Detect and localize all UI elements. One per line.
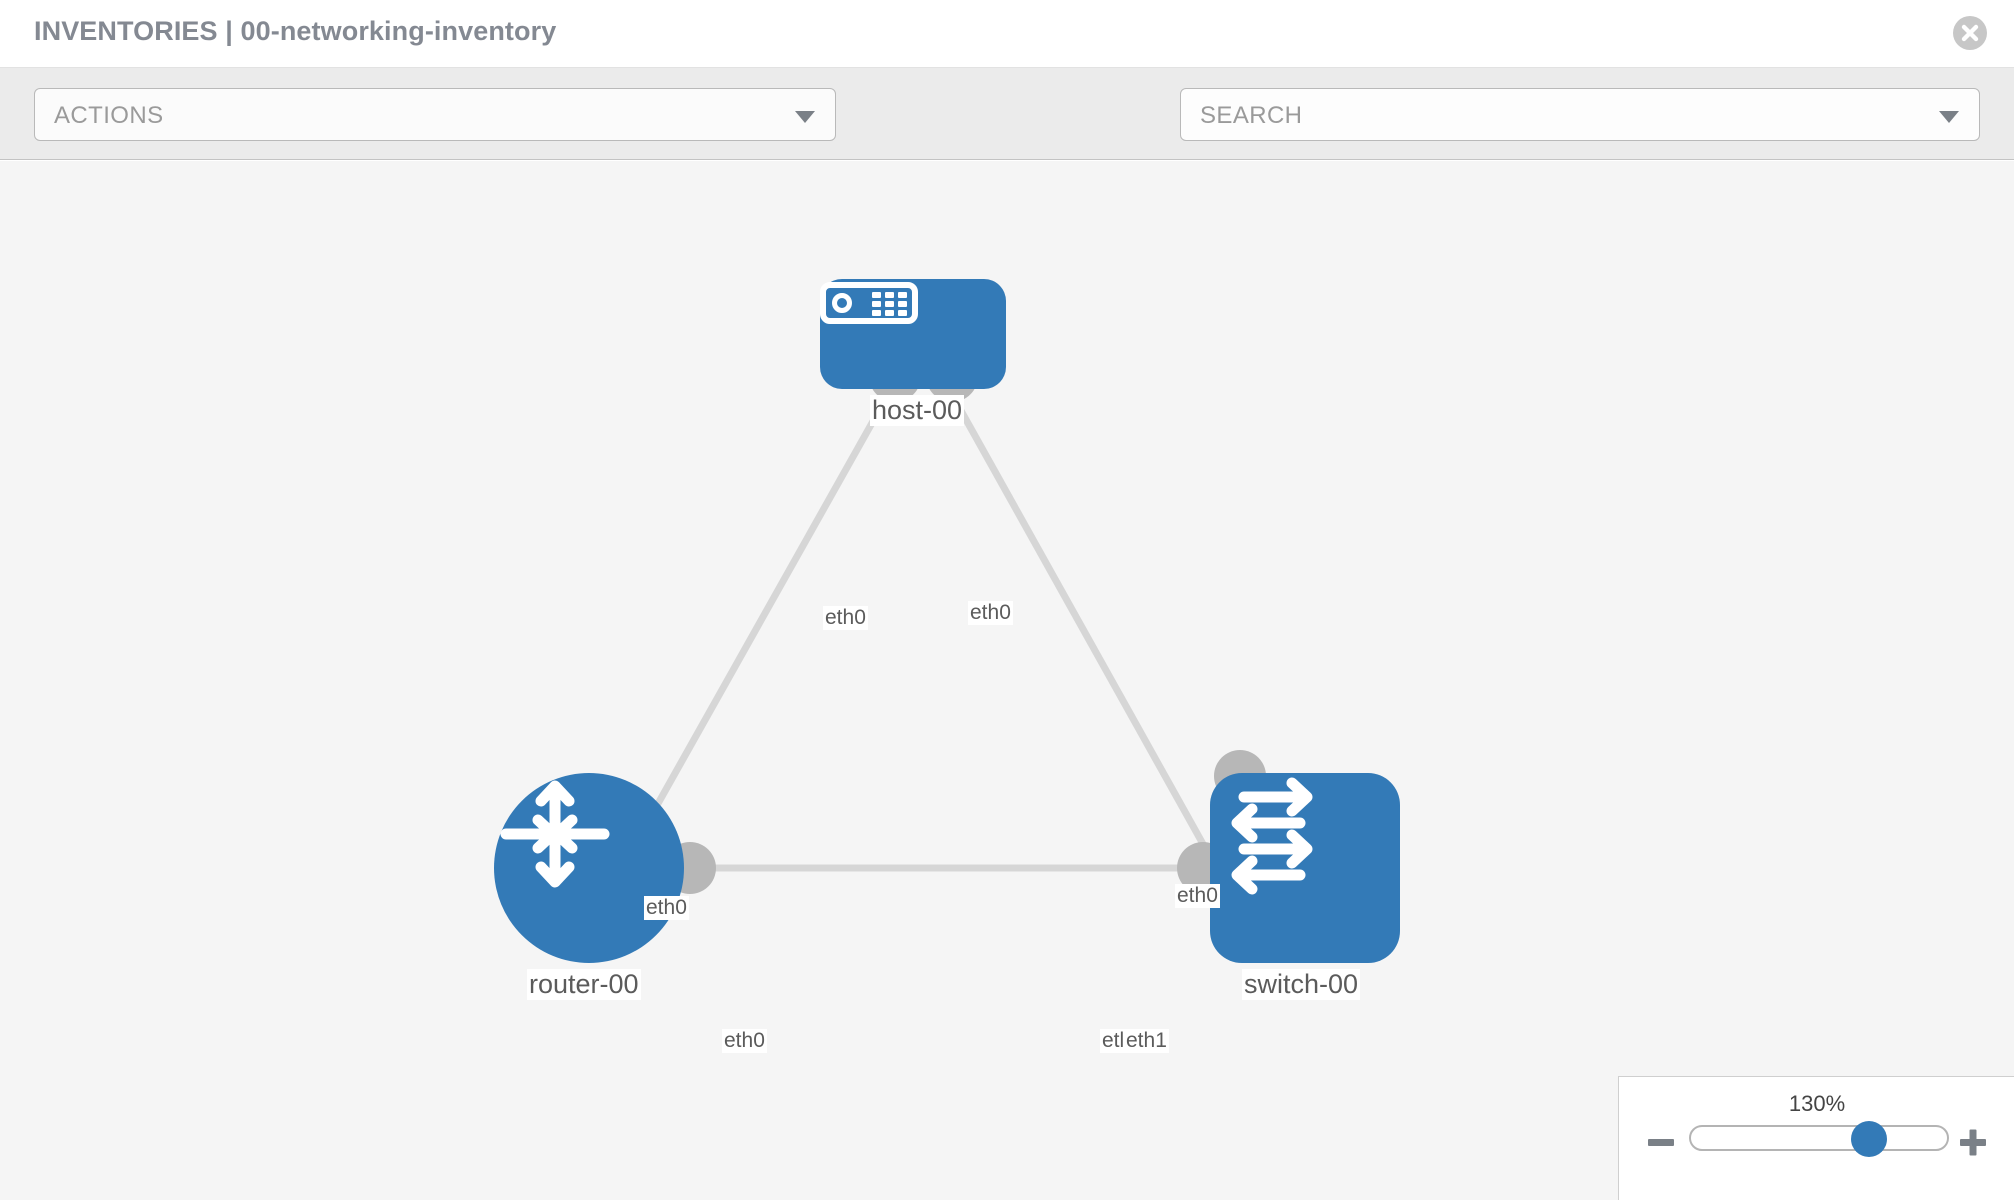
page-title: INVENTORIES | 00-networking-inventory <box>34 16 557 46</box>
edge-label: eth0 <box>722 1029 767 1053</box>
zoom-percent-label: 130% <box>1788 1091 1846 1116</box>
node-host-00-shape[interactable] <box>820 279 1006 389</box>
actions-dropdown[interactable]: ACTIONS <box>34 88 836 141</box>
close-icon[interactable] <box>1953 16 1987 50</box>
chevron-down-icon <box>1939 111 1959 123</box>
edge-label: eth0 <box>644 896 689 920</box>
edge-label: etl <box>1100 1029 1127 1053</box>
zoom-control-panel: 130% <box>1618 1076 2014 1200</box>
page-header: INVENTORIES | 00-networking-inventory <box>0 0 2014 68</box>
node-host-00-label: host-00 <box>870 395 965 426</box>
router-arrows-icon <box>500 780 610 888</box>
switch-arrows-icon <box>1231 777 1313 895</box>
link-connectors <box>664 350 1266 894</box>
chevron-down-icon <box>795 111 815 123</box>
node-router-00-label: router-00 <box>527 969 641 1000</box>
edge-label: eth0 <box>1175 884 1220 908</box>
search-placeholder: SEARCH <box>1200 102 1303 129</box>
edge-label: eth1 <box>1124 1029 1169 1053</box>
search-input[interactable]: SEARCH <box>1180 88 1980 141</box>
edge-label: eth0 <box>823 606 868 630</box>
node-switch-00-label: switch-00 <box>1242 969 1361 1000</box>
zoom-slider[interactable] <box>1689 1121 1949 1157</box>
toolbar: ACTIONS SEARCH <box>0 68 2014 197</box>
node-router-00-shape[interactable] <box>494 773 684 963</box>
topology-canvas[interactable]: host-00 <box>0 161 2014 1200</box>
link-host-switch <box>946 389 1250 923</box>
edge-label: eth0 <box>968 601 1013 625</box>
server-icon <box>820 282 918 324</box>
node-switch-00-shape[interactable] <box>1210 773 1400 963</box>
topology-links <box>588 350 1266 923</box>
actions-dropdown-label: ACTIONS <box>54 102 164 129</box>
zoom-slider-thumb[interactable] <box>1851 1121 1887 1157</box>
